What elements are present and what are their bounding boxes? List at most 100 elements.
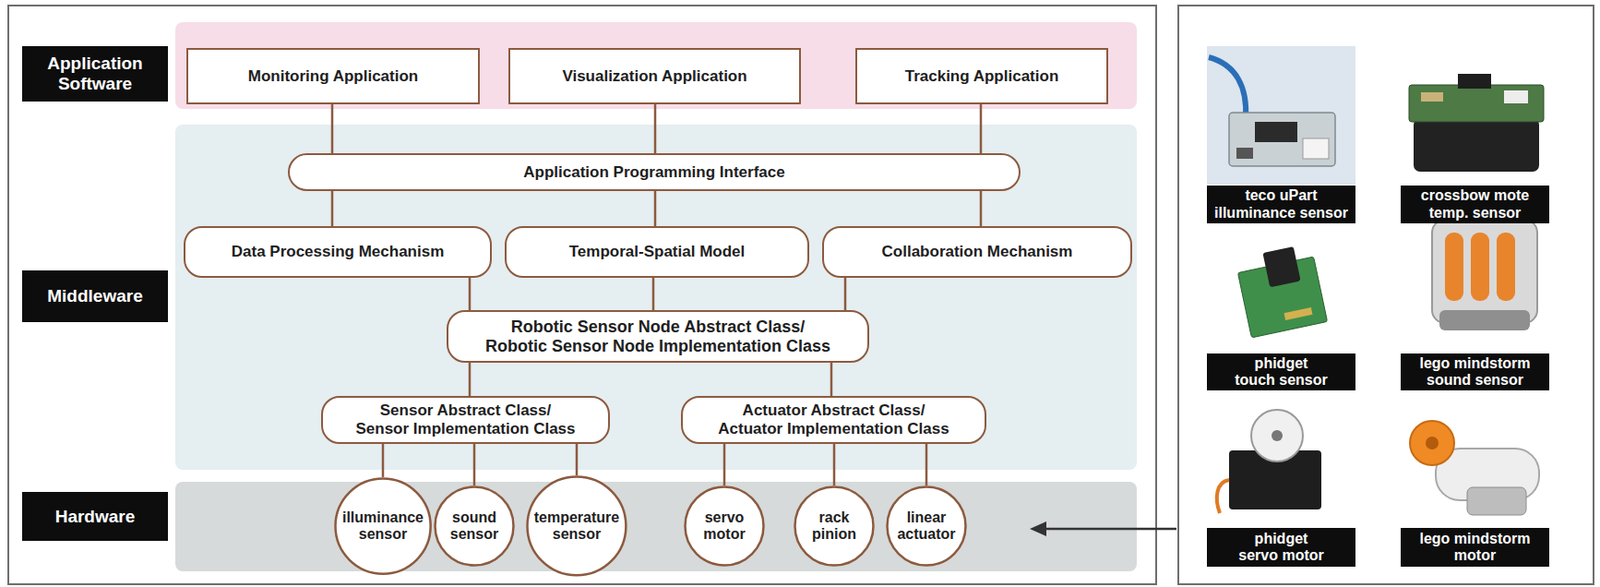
cable bbox=[1208, 57, 1246, 119]
chip bbox=[1457, 73, 1492, 89]
node-text: lego mindstorm sound sensor bbox=[1418, 355, 1532, 390]
connector-line bbox=[979, 104, 983, 154]
servo-wire bbox=[1217, 479, 1230, 514]
application-box: Visualization Application bbox=[508, 47, 801, 105]
node-text: linear actuator bbox=[895, 509, 957, 544]
photo-caption: teco uPart illuminance sensor bbox=[1206, 185, 1356, 224]
connector-line bbox=[830, 362, 834, 396]
layer-label: Hardware bbox=[22, 491, 168, 541]
node-text: phidget servo motor bbox=[1237, 530, 1326, 565]
servo-shaft bbox=[1271, 429, 1283, 442]
api-bar: Application Programming Interface bbox=[287, 153, 1021, 192]
node-text: Hardware bbox=[55, 506, 136, 527]
node-text: rack pinion bbox=[811, 509, 858, 544]
photo-caption: phidget servo motor bbox=[1206, 527, 1356, 567]
node-text: Actuator Abstract Class/ Actuator Implem… bbox=[716, 401, 951, 438]
component bbox=[1302, 138, 1329, 159]
node-text: Tracking Application bbox=[905, 67, 1060, 86]
circle-shape bbox=[685, 487, 765, 566]
connector-line bbox=[575, 443, 579, 476]
node-text: temperature sensor bbox=[532, 509, 621, 544]
component bbox=[1504, 90, 1529, 104]
pointer-arrowhead bbox=[1029, 521, 1047, 537]
photo-caption: lego mindstorm sound sensor bbox=[1400, 353, 1550, 392]
application-box: Monitoring Application bbox=[186, 47, 480, 105]
motor-hub bbox=[1409, 420, 1455, 466]
hardware-circle: servo motor bbox=[683, 485, 765, 567]
mechanism-box: Collaboration Mechanism bbox=[822, 226, 1133, 278]
connector-line bbox=[468, 362, 472, 396]
application-band bbox=[175, 22, 1137, 109]
node-text: Monitoring Application bbox=[248, 67, 418, 86]
sensor-base bbox=[1439, 310, 1530, 331]
connector-line bbox=[844, 277, 848, 311]
circle-shape bbox=[887, 487, 967, 566]
node-text: servo motor bbox=[702, 509, 747, 544]
connector-line bbox=[331, 191, 335, 227]
node-text: Data Processing Mechanism bbox=[231, 242, 445, 262]
connector-line bbox=[331, 104, 335, 154]
connector-line bbox=[979, 191, 983, 227]
hardware-circle: sound sensor bbox=[433, 485, 515, 567]
chip bbox=[1254, 121, 1298, 143]
node-text: Robotic Sensor Node Abstract Class/ Robo… bbox=[484, 317, 833, 356]
connector-line bbox=[723, 443, 727, 486]
node-text: teco uPart illuminance sensor bbox=[1213, 187, 1350, 222]
connector-line bbox=[473, 443, 477, 486]
hardware-circle: rack pinion bbox=[793, 485, 875, 567]
class-box: Sensor Abstract Class/ Sensor Implementa… bbox=[321, 395, 610, 444]
node-text: lego mindstorm motor bbox=[1418, 530, 1532, 565]
node-text: illuminance sensor bbox=[340, 509, 425, 544]
circle-shape bbox=[527, 477, 627, 576]
class-box: Actuator Abstract Class/ Actuator Implem… bbox=[680, 395, 987, 444]
application-box: Tracking Application bbox=[855, 47, 1109, 105]
node-text: Visualization Application bbox=[561, 67, 747, 86]
node-text: Middleware bbox=[47, 286, 143, 307]
servo-horn bbox=[1251, 409, 1303, 462]
connector-line bbox=[654, 104, 657, 154]
connector-line bbox=[925, 443, 929, 486]
hardware-circle: illuminance sensor bbox=[334, 477, 432, 575]
grille bbox=[1470, 232, 1490, 301]
node-text: Application Software bbox=[46, 53, 144, 95]
connector-line bbox=[468, 277, 472, 311]
photo-ground bbox=[1206, 46, 1356, 185]
touch-pad bbox=[1262, 246, 1301, 287]
circle-shape bbox=[435, 487, 514, 566]
photo-caption: crossbow mote temp. sensor bbox=[1400, 185, 1550, 224]
mechanism-box: Temporal-Spatial Model bbox=[504, 226, 810, 278]
connector-line bbox=[652, 277, 656, 311]
pointer-arrow bbox=[1042, 527, 1177, 531]
node-text: sound sensor bbox=[449, 509, 501, 544]
node-text: Application Programming Interface bbox=[523, 163, 785, 182]
photo-caption: phidget touch sensor bbox=[1206, 353, 1356, 392]
component bbox=[1236, 147, 1254, 159]
connector-line bbox=[382, 443, 385, 478]
motor-base bbox=[1467, 487, 1527, 515]
hardware-circle: temperature sensor bbox=[525, 475, 628, 577]
circle-shape bbox=[334, 477, 430, 574]
right-panel bbox=[1178, 5, 1594, 585]
node-text: Sensor Abstract Class/ Sensor Implementa… bbox=[354, 401, 577, 438]
pins bbox=[1283, 307, 1313, 321]
node-text: phidget touch sensor bbox=[1233, 355, 1329, 390]
node-text: Temporal-Spatial Model bbox=[569, 242, 746, 262]
node-text: crossbow mote temp. sensor bbox=[1420, 187, 1531, 222]
photo-ground bbox=[1400, 46, 1550, 185]
hardware-circle: linear actuator bbox=[885, 485, 968, 567]
circuit-board bbox=[1229, 112, 1336, 167]
sensor-body bbox=[1432, 219, 1538, 323]
layer-label: Application Software bbox=[22, 46, 168, 102]
layer-label: Middleware bbox=[22, 270, 168, 323]
circuit-board bbox=[1408, 84, 1544, 122]
photo-caption: lego mindstorm motor bbox=[1400, 527, 1550, 567]
middleware-band bbox=[175, 124, 1137, 470]
node-text: Collaboration Mechanism bbox=[882, 242, 1074, 262]
grille bbox=[1444, 232, 1464, 301]
left-panel bbox=[8, 5, 1157, 585]
circle-shape bbox=[795, 487, 874, 566]
class-box: Robotic Sensor Node Abstract Class/ Robo… bbox=[446, 310, 870, 363]
component bbox=[1420, 92, 1444, 102]
grille bbox=[1496, 232, 1516, 301]
